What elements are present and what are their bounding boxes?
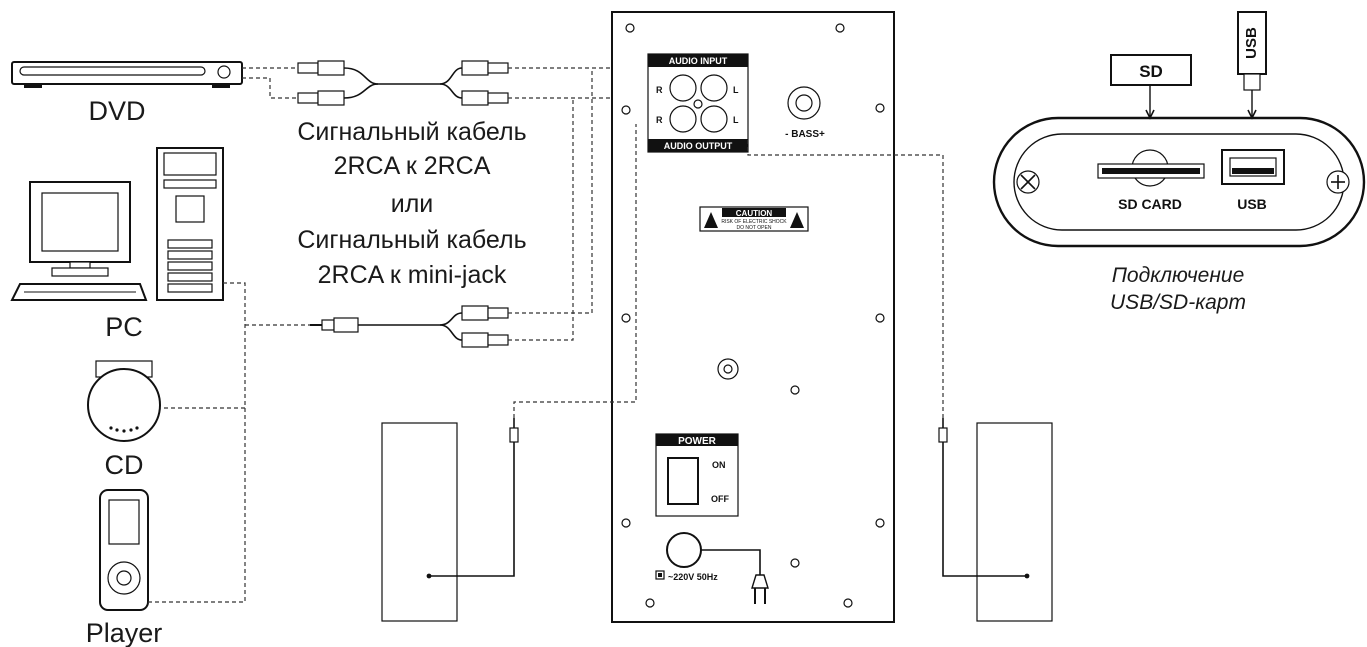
speaker-right [747, 124, 1053, 622]
audio-jack-block [647, 53, 749, 153]
pc-label: PC [105, 312, 143, 342]
usb-caption-line2: USB/SD-карт [1110, 291, 1246, 314]
mains-cable-icon [655, 532, 769, 604]
caution-line1: RISK OF ELECTRIC SHOCK [721, 219, 787, 225]
mains-label: ~220V 50Hz [668, 572, 718, 582]
bass-knob-icon [787, 86, 821, 120]
input-l-label: L [733, 85, 739, 95]
cable-text-line5: 2RCA к mini-jack [318, 261, 507, 289]
cd-player-icon [87, 360, 161, 442]
sd-card-icon [1110, 54, 1192, 120]
speaker-left [381, 124, 637, 622]
cable-text-line3: или [391, 190, 434, 218]
rca-cable-top [242, 60, 660, 106]
audio-output-label: AUDIO OUTPUT [664, 141, 733, 151]
caution-title: CAUTION [736, 209, 773, 218]
pc-icon [10, 147, 224, 301]
usb-sd-module [992, 116, 1366, 248]
cable-text-line1: Сигнальный кабель [297, 118, 526, 146]
usb-caption-line1: Подключение [1112, 264, 1245, 287]
cable-text-line4: Сигнальный кабель [297, 226, 526, 254]
audio-input-label: AUDIO INPUT [669, 56, 728, 66]
input-r-label: R [656, 85, 663, 95]
caution-sticker [699, 206, 809, 232]
fuse-holder-icon [717, 358, 739, 380]
bass-label: - BASS+ [785, 129, 825, 140]
caution-line2: DO NOT OPEN [737, 225, 772, 231]
usb-port-label: USB [1237, 196, 1267, 212]
dvd-label: DVD [88, 96, 145, 126]
minijack-cable [148, 68, 593, 603]
power-on-label: ON [712, 460, 726, 470]
sd-box-label: SD [1139, 62, 1163, 81]
power-title: POWER [678, 436, 717, 447]
usb-stick-label: USB [1243, 27, 1260, 59]
output-l-label: L [733, 115, 739, 125]
power-off-label: OFF [711, 494, 729, 504]
power-switch-block [655, 433, 739, 517]
usb-stick-icon [1237, 11, 1267, 120]
media-player-icon [99, 489, 149, 611]
sd-card-label: SD CARD [1118, 196, 1182, 212]
output-r-label: R [656, 115, 663, 125]
cd-label: CD [105, 450, 144, 480]
cable-text-line2: 2RCA к 2RCA [334, 152, 491, 180]
dvd-player-icon [11, 61, 243, 88]
player-label: Player [86, 618, 163, 647]
